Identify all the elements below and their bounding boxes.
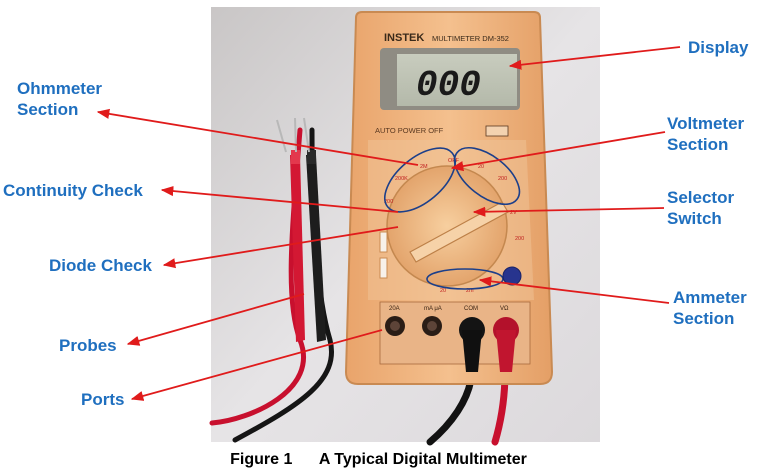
arrow-ohmmeter [96,108,419,166]
label-ohmmeter-line1: Ohmmeter [17,79,103,98]
port-label-ma: mA μA [424,306,442,312]
svg-text:200: 200 [384,199,393,205]
svg-text:20: 20 [440,288,446,294]
arrow-display [508,46,681,70]
svg-text:200: 200 [498,176,507,182]
svg-text:20: 20 [478,164,484,170]
lcd-digits: 000 [416,65,481,106]
label-diode-check: Diode Check [49,255,152,276]
figure-caption: Figure 1 A Typical Digital Multimeter [0,451,757,469]
port-label-com: COM [464,306,478,312]
auto-power-off-text: AUTO POWER OFF [375,126,444,135]
label-ports-text: Ports [81,390,125,409]
arrow-continuity [160,186,399,213]
label-ammeter-line2: Section [673,309,735,328]
label-display-text: Display [688,38,749,57]
label-diode-text: Diode Check [49,256,152,275]
brand-text: INSTEK [384,32,424,44]
arrow-ammeter [478,276,670,304]
port-jacks [385,316,519,372]
label-voltmeter-section: Voltmeter Section [667,113,744,155]
label-continuity-check: Continuity Check [3,180,143,201]
label-voltmeter-line2: Section [667,135,729,154]
hold-button [502,266,522,286]
label-selector-line2: Switch [667,209,722,228]
arrow-diode [162,226,399,269]
label-ammeter-section: Ammeter Section [673,287,747,329]
label-ohmmeter-line2: Section [17,100,79,119]
label-selector-line1: Selector [667,188,735,207]
label-probes: Probes [59,335,117,356]
svg-text:2M: 2M [420,164,428,170]
arrow-selector [472,206,665,217]
svg-text:200K: 200K [395,176,408,182]
lcd-screen [397,54,517,106]
arrow-ports [130,329,383,401]
figure-title: A Typical Digital Multimeter [318,451,527,468]
label-continuity-text: Continuity Check [3,181,143,200]
port-label-v: VΩ [500,306,509,312]
label-voltmeter-line1: Voltmeter [667,114,745,133]
arrow-voltmeter [450,131,666,172]
label-probes-text: Probes [59,336,117,355]
figure-number: Figure 1 [230,451,293,468]
svg-text:2V: 2V [510,210,517,216]
label-ohmmeter-section: Ohmmeter Section [17,78,102,120]
label-ammeter-line1: Ammeter [673,288,747,307]
annotation-arrows [96,46,681,401]
model-text: MULTIMETER DM-352 [432,34,509,43]
svg-text:200: 200 [515,236,524,242]
port-label-20a: 20A [389,306,400,312]
label-ports: Ports [81,389,124,410]
label-display: Display [688,37,748,58]
arrow-probes [126,293,305,346]
svg-text:2m: 2m [466,288,474,294]
label-selector-switch: Selector Switch [667,187,734,229]
